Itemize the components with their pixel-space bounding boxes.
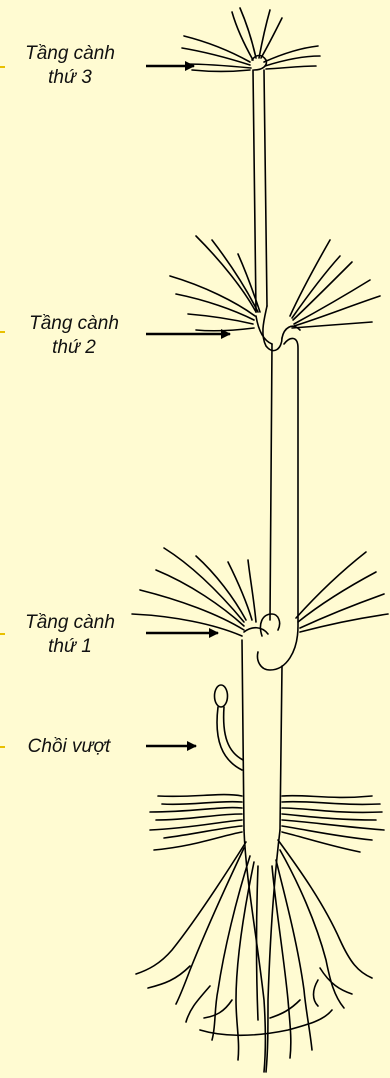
shoot <box>215 685 244 770</box>
stem-middle-right <box>258 338 299 670</box>
stem-lower-right <box>280 666 282 830</box>
branch-tier-1 <box>132 548 388 636</box>
branch-tier-3 <box>182 8 320 72</box>
stem-middle-left <box>270 344 272 620</box>
root-system <box>136 830 372 1072</box>
lateral-roots <box>150 795 384 852</box>
stem-upper-left <box>253 70 256 312</box>
stem-upper-right <box>264 70 267 306</box>
